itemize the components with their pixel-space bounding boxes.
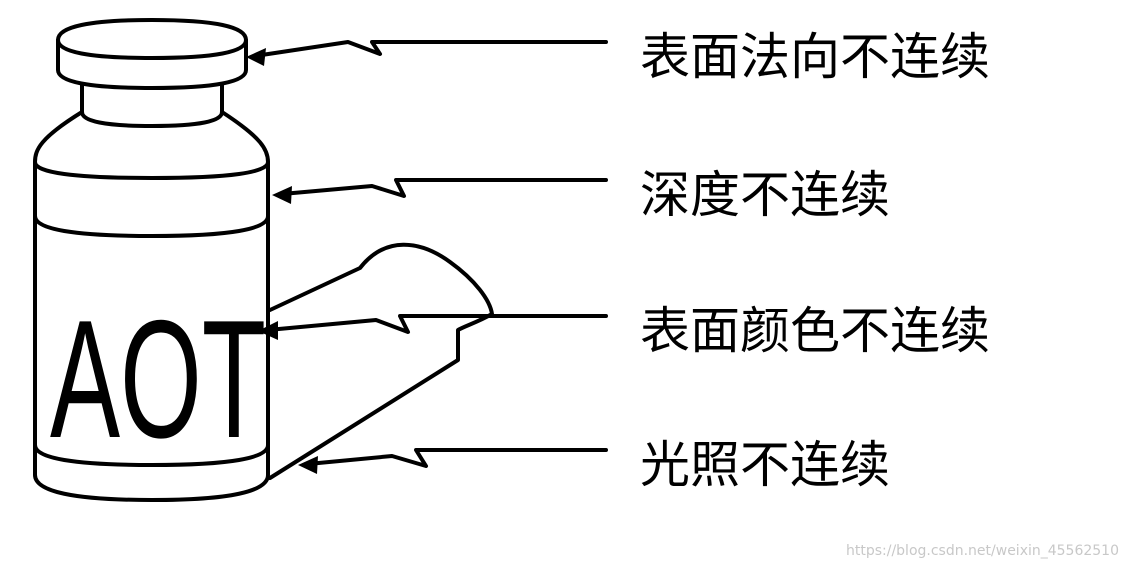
label-surface-color-discontinuity: 表面颜色不连续 (640, 302, 990, 360)
arrow-line-illumination (306, 448, 608, 468)
bottle-neck (80, 82, 224, 128)
arrowhead-depth (272, 186, 292, 204)
arrowhead-surface-normal (246, 48, 266, 66)
arrowhead-illumination (298, 456, 318, 474)
arrow-line-surface-color (266, 314, 608, 334)
bottle-shoulder-band (33, 160, 270, 180)
label-illumination-discontinuity: 光照不连续 (640, 436, 890, 494)
bottle-cap-top (56, 18, 248, 42)
arrow-line-depth (280, 178, 608, 198)
arrowhead-surface-color (258, 321, 278, 340)
bottle-shoulder (33, 110, 270, 164)
label-surface-normal-discontinuity: 表面法向不连续 (640, 28, 990, 86)
label-depth-discontinuity: 深度不连续 (640, 166, 890, 224)
watermark-text: https://blog.csdn.net/weixin_45562510 (845, 543, 1119, 559)
bottle-label-top (33, 214, 270, 238)
bottle-label-bottom (33, 443, 270, 467)
arrow-line-surface-normal (253, 40, 608, 58)
bottle-shadow (268, 242, 494, 480)
bottle-label-text: AOT (50, 285, 266, 473)
bottle-cap-body (56, 38, 248, 90)
bottle-body (33, 160, 270, 502)
